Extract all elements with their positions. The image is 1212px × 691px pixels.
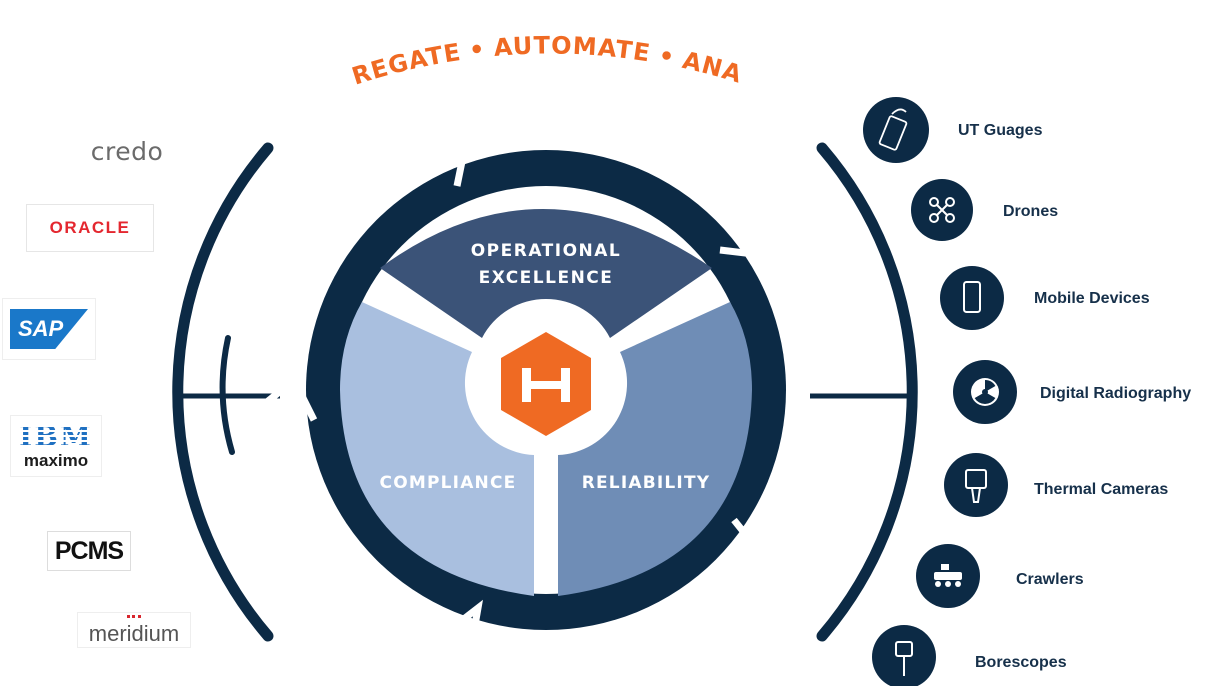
device-label-digital-radiography[interactable]: Digital Radiography bbox=[1040, 385, 1191, 402]
logo-meridium[interactable]: meridium bbox=[77, 612, 191, 648]
device-label-thermal-cameras[interactable]: Thermal Cameras bbox=[1034, 481, 1168, 498]
left-bracket-arc bbox=[172, 142, 274, 642]
device-drone[interactable] bbox=[911, 179, 973, 241]
meridium-wordmark: meridium bbox=[88, 621, 180, 646]
mobile-device-icon bbox=[963, 281, 981, 313]
right-bracket-arc bbox=[816, 142, 918, 642]
device-crawler[interactable] bbox=[916, 544, 980, 608]
drone-icon bbox=[929, 197, 955, 223]
radiation-icon bbox=[971, 378, 999, 406]
logo-oracle[interactable]: ORACLE bbox=[26, 204, 154, 252]
logo-sap[interactable]: SAP bbox=[2, 298, 96, 360]
ring-segment-separators bbox=[259, 117, 786, 655]
core-label-reliability: RELIABILITY bbox=[582, 473, 711, 493]
device-label-borescopes[interactable]: Borescopes bbox=[975, 654, 1067, 671]
logo-ibm-maximo[interactable]: IBM maximo bbox=[10, 415, 102, 477]
wedge-compliance bbox=[340, 302, 534, 596]
core-label-compliance: COMPLIANCE bbox=[380, 473, 517, 493]
device-label-mobile-devices[interactable]: Mobile Devices bbox=[1034, 290, 1150, 307]
wedge-reliability bbox=[558, 302, 752, 596]
device-borescope[interactable] bbox=[872, 625, 936, 689]
logo-pcms[interactable]: PCMS bbox=[47, 531, 131, 571]
ut-gauge-icon bbox=[878, 108, 908, 151]
meridium-dots-icon bbox=[127, 615, 141, 624]
pcms-wordmark: PCMS bbox=[54, 536, 124, 565]
oracle-wordmark: ORACLE bbox=[49, 218, 131, 237]
tagline: AGGREGATE•AUTOMATE•ANALYZE bbox=[0, 0, 746, 91]
device-radiography[interactable] bbox=[953, 360, 1017, 424]
ibm-wordmark: IBM bbox=[19, 420, 93, 453]
maximo-wordmark: maximo bbox=[23, 451, 89, 470]
device-label-drones[interactable]: Drones bbox=[1003, 203, 1058, 220]
core-label-operational: OPERATIONAL bbox=[471, 241, 622, 261]
logo-credo[interactable]: credo bbox=[72, 130, 182, 172]
credo-wordmark: credo bbox=[90, 136, 164, 166]
wedge-operational-excellence bbox=[380, 209, 712, 338]
device-label-crawlers[interactable]: Crawlers bbox=[1016, 571, 1084, 588]
device-label-ut-gauges[interactable]: UT Guages bbox=[958, 122, 1043, 139]
borescope-icon bbox=[895, 641, 913, 676]
device-thermal-camera[interactable] bbox=[944, 453, 1008, 517]
crawler-icon bbox=[934, 564, 962, 587]
device-mobile[interactable] bbox=[940, 266, 1004, 330]
device-ut-gauge[interactable] bbox=[863, 97, 929, 163]
center-logo-icon bbox=[501, 332, 591, 436]
sap-badge: SAP bbox=[10, 309, 88, 349]
core-label-excellence: EXCELLENCE bbox=[479, 268, 614, 288]
thermal-camera-icon bbox=[965, 469, 987, 503]
sap-wordmark: SAP bbox=[18, 316, 64, 341]
